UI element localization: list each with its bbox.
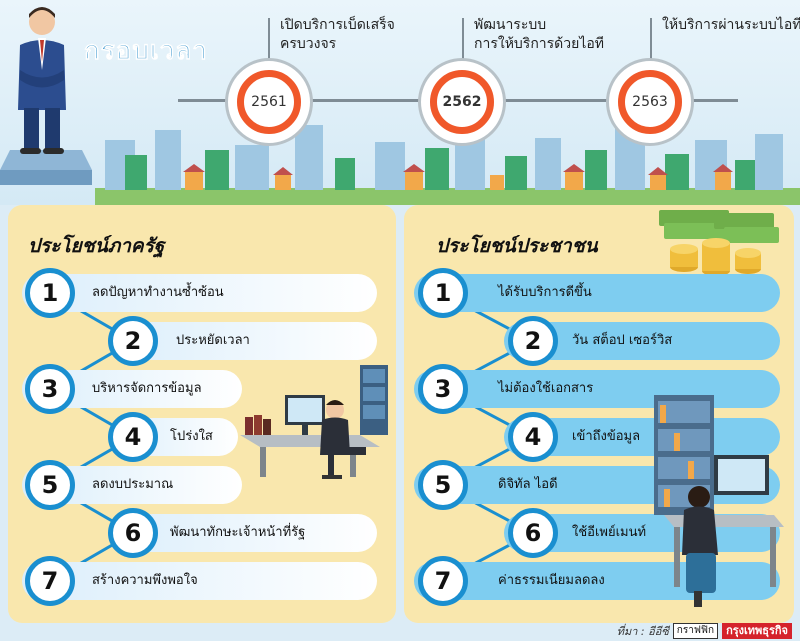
benefit-label: ลดงบประมาณ — [92, 477, 174, 492]
source-footer: ที่มา : อีอีซี กราฟฟิก กรุงเทพธุรกิจ — [617, 622, 792, 640]
benefit-number: 3 — [25, 364, 75, 414]
timeline-title: กรอบเวลา — [84, 36, 208, 67]
milestone-caption: เปิดบริการเบ็ดเสร็จ ครบวงจร — [280, 16, 395, 54]
panel-title: ประโยชน์ภาครัฐ — [28, 235, 165, 257]
timeline-section: กรอบเวลา เปิดบร — [0, 0, 800, 205]
timeline-stem — [650, 18, 652, 66]
benefit-number: 1 — [418, 268, 468, 318]
graphic-badge: กราฟฟิก — [672, 623, 719, 639]
benefit-label: ดิจิทัล ไอดี — [498, 477, 558, 492]
benefit-label: ได้รับบริการดีขึ้น — [498, 285, 592, 300]
office-worker-illustration — [240, 365, 388, 479]
benefit-number: 7 — [418, 556, 468, 606]
milestone-caption: พัฒนาระบบ การให้บริการด้วยไอที — [474, 16, 604, 54]
benefit-label: พัฒนาทักษะเจ้าหน้าที่รัฐ — [170, 525, 306, 540]
government-benefits-panel: ประโยชน์ภาครัฐ ลดปัญหาทำงานซ้ำซ้อน 1 ประ… — [8, 205, 396, 623]
benefit-number: 4 — [508, 412, 558, 462]
benefit-number: 6 — [108, 508, 158, 558]
milestone-caption-line: พัฒนาระบบ — [474, 17, 547, 33]
benefit-row: ได้รับบริการดีขึ้น — [414, 274, 780, 312]
benefit-number: 5 — [418, 460, 468, 510]
benefit-number: 3 — [418, 364, 468, 414]
milestone-year: 2561 — [237, 70, 301, 134]
city-skyline-illustration — [95, 125, 800, 205]
milestone-year: 2562 — [430, 70, 494, 134]
milestone-caption-line: การให้บริการด้วยไอที — [474, 36, 605, 52]
money-stack-illustration — [659, 210, 779, 276]
benefit-label: เข้าถึงข้อมูล — [572, 429, 641, 444]
benefit-label: โปร่งใส — [170, 429, 213, 444]
milestone-ring: 2561 — [225, 58, 313, 146]
benefit-label: ใช้อีเพย์เมนท์ — [572, 525, 647, 540]
businessman-illustration — [0, 7, 92, 185]
library-worker-illustration — [654, 395, 784, 607]
benefit-number: 2 — [508, 316, 558, 366]
source-label: ที่มา : อีอีซี — [616, 625, 669, 638]
milestone-ring: 2563 — [606, 58, 694, 146]
citizen-benefits-panel: ประโยชน์ประชาชน ได้รับบริการดีขึ้น 1 วัน… — [404, 205, 794, 623]
benefit-row: ลดปัญหาทำงานซ้ำซ้อน — [22, 274, 377, 312]
benefit-number: 5 — [25, 460, 75, 510]
milestone-year: 2563 — [618, 70, 682, 134]
benefit-row: ไม่ต้องใช้เอกสาร — [414, 370, 780, 408]
milestone-caption-line: ครบวงจร — [280, 36, 337, 52]
panel-title: ประโยชน์ประชาชน — [436, 235, 598, 257]
timeline-stem — [462, 18, 464, 66]
milestone-caption: ให้บริการผ่านระบบไอที — [662, 16, 800, 35]
benefit-number: 6 — [508, 508, 558, 558]
brand-logo: กรุงเทพธุรกิจ — [722, 623, 792, 639]
timeline-stem — [268, 18, 270, 66]
benefit-number: 1 — [25, 268, 75, 318]
benefit-row: ค่าธรรมเนียมลดลง — [414, 562, 780, 600]
benefit-number: 7 — [25, 556, 75, 606]
milestone-ring: 2562 — [418, 58, 506, 146]
benefit-number: 4 — [108, 412, 158, 462]
benefit-label: ค่าธรรมเนียมลดลง — [498, 573, 605, 588]
milestone-caption-line: เปิดบริการเบ็ดเสร็จ — [280, 17, 395, 33]
benefit-label: ประหยัดเวลา — [176, 333, 250, 348]
benefit-label: สร้างความพึงพอใจ — [92, 573, 198, 588]
benefit-label: ไม่ต้องใช้เอกสาร — [498, 381, 594, 396]
milestone-caption-line: ให้บริการผ่านระบบไอที — [662, 17, 800, 33]
benefit-number: 2 — [108, 316, 158, 366]
benefit-label: วัน สต็อป เซอร์วิส — [572, 333, 673, 348]
benefit-label: ลดปัญหาทำงานซ้ำซ้อน — [92, 285, 224, 300]
benefit-row: สร้างความพึงพอใจ — [22, 562, 377, 600]
benefit-label: บริหารจัดการข้อมูล — [92, 381, 202, 396]
